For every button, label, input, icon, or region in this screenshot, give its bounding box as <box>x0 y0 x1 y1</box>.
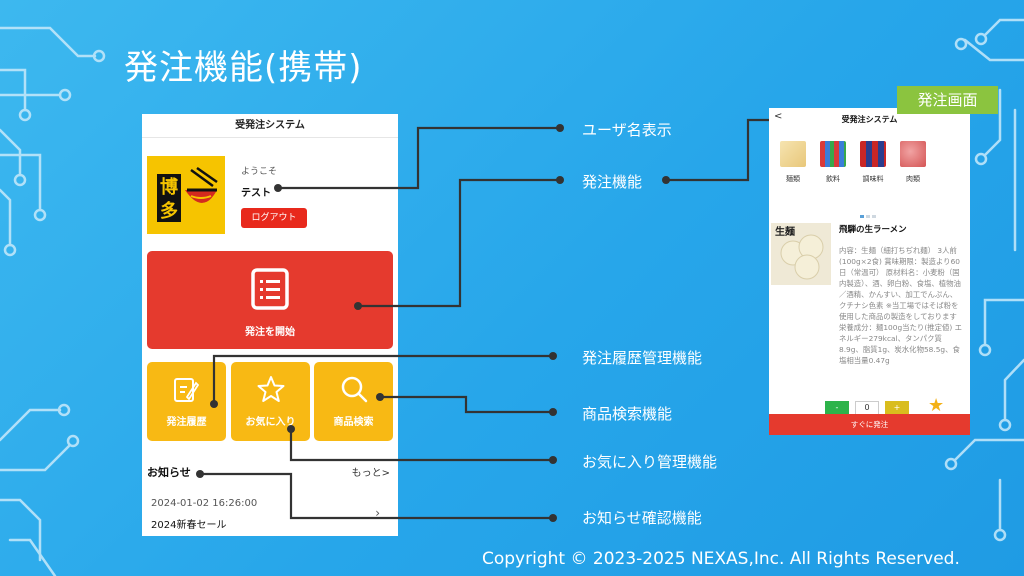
copyright-text: Copyright © 2023-2025 NEXAS,Inc. All Rig… <box>482 549 960 569</box>
edit-icon <box>174 378 199 402</box>
callout-news: お知らせ確認機能 <box>582 509 702 527</box>
product-name: 飛騨の生ラーメン <box>839 225 907 235</box>
back-arrow-icon[interactable]: < <box>774 111 783 122</box>
username-display: テスト <box>241 188 271 199</box>
category-meat[interactable]: 肉類 <box>899 141 927 184</box>
order-history-label: 発注履歴 <box>166 417 207 428</box>
company-logo: 博 多 <box>147 156 225 234</box>
quantity-decrease-button[interactable]: - <box>825 401 849 415</box>
callout-product-search: 商品検索機能 <box>582 405 673 423</box>
svg-text:生麺: 生麺 <box>775 225 795 238</box>
ramen-logo-icon: 博 多 <box>153 162 219 228</box>
chevron-right-icon[interactable]: › <box>375 506 380 520</box>
product-description: 内容：生麺（細打ちぢれ麺） 3人前(100g×2食) 賞味期限：製造より60日（… <box>839 246 962 365</box>
noodle-package-image: 生麺 <box>771 223 831 285</box>
category-noodles[interactable]: 麺類 <box>779 141 807 184</box>
news-date: 2024-01-02 16:26:00 <box>151 498 258 509</box>
star-icon <box>257 376 285 402</box>
slide-title: 発注機能(携帯) <box>124 48 363 88</box>
callout-favorites: お気に入り管理機能 <box>582 453 718 471</box>
order-app-header-title: 受発注システム <box>841 115 898 124</box>
category-seasonings[interactable]: 調味料 <box>859 141 887 184</box>
category-label: 麺類 <box>786 175 800 183</box>
phone-home-screen: 受発注システム 博 多 ようこそ テスト ログアウト 発注を開始 <box>142 114 398 536</box>
product-search-label: 商品検索 <box>333 417 374 428</box>
noodles-image <box>780 141 806 167</box>
callout-order-history: 発注履歴管理機能 <box>582 349 703 367</box>
search-icon <box>341 376 368 403</box>
drinks-image <box>820 141 846 167</box>
start-order-button[interactable]: 発注を開始 <box>147 251 393 349</box>
meat-image <box>900 141 926 167</box>
quantity-input[interactable]: 0 <box>855 401 879 415</box>
carousel-dots <box>860 203 878 218</box>
category-label: 肉類 <box>906 175 920 183</box>
welcome-text: ようこそ <box>241 167 278 177</box>
start-order-label: 発注を開始 <box>245 327 295 338</box>
category-drinks[interactable]: 飲料 <box>819 141 847 184</box>
order-history-button[interactable]: 発注履歴 <box>147 362 226 441</box>
order-form-icon <box>251 268 289 310</box>
quantity-increase-button[interactable]: + <box>885 401 909 415</box>
logout-button[interactable]: ログアウト <box>241 208 307 228</box>
app-header-title: 受発注システム <box>142 114 398 138</box>
phone-order-screen: < 受発注システム 麺類 飲料 調味料 肉類 生麺 飛騨の生ラーメン 内容：生麺… <box>769 108 970 435</box>
news-headline[interactable]: 2024新春セール <box>151 520 227 531</box>
news-section-title: お知らせ <box>147 466 191 479</box>
favorites-button[interactable]: お気に入り <box>231 362 310 441</box>
order-now-button[interactable]: すぐに発注 <box>769 414 970 435</box>
category-label: 調味料 <box>862 175 884 183</box>
category-label: 飲料 <box>826 175 840 183</box>
callout-username-display: ユーザ名表示 <box>582 121 672 139</box>
product-image: 生麺 <box>771 223 831 285</box>
seasonings-image <box>860 141 886 167</box>
svg-text:博: 博 <box>160 176 178 198</box>
callout-order-function: 発注機能 <box>582 173 643 191</box>
product-search-button[interactable]: 商品検索 <box>314 362 393 441</box>
order-screen-tag: 発注画面 <box>897 86 998 114</box>
svg-text:多: 多 <box>160 200 178 222</box>
favorites-label: お気に入り <box>245 417 296 428</box>
news-more-link[interactable]: もっと> <box>351 468 390 479</box>
favorite-star-icon[interactable]: ★ <box>928 395 945 416</box>
